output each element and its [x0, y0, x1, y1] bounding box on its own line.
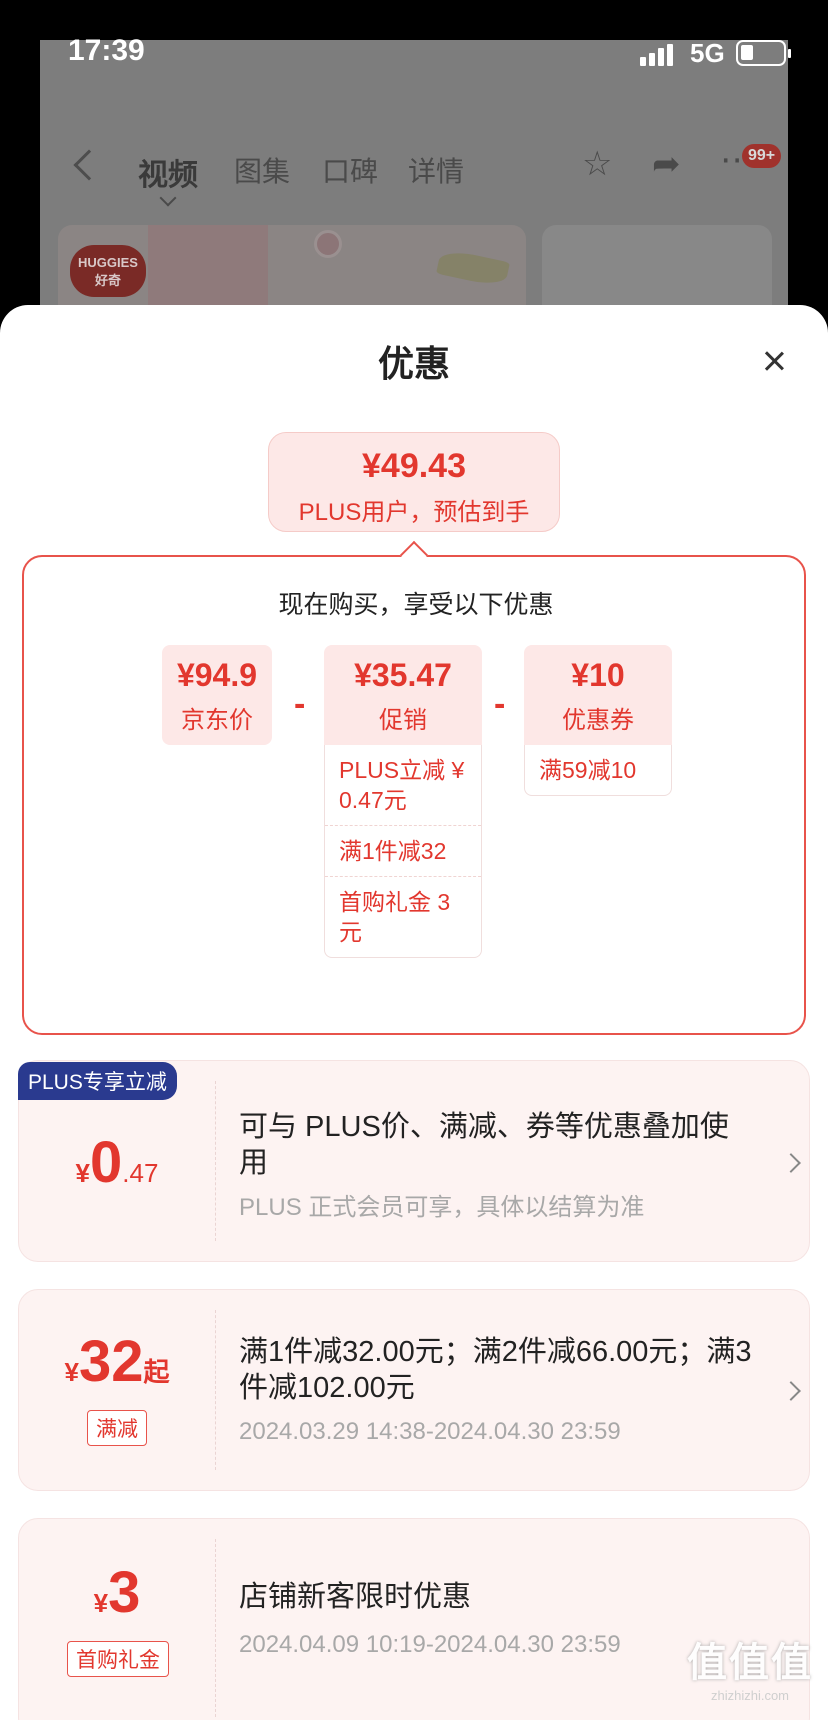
estimated-price-label: PLUS用户，预估到手	[298, 499, 530, 526]
offer-amount: ¥0.47	[75, 1130, 159, 1195]
offer-title: 可与 PLUS价、满减、券等优惠叠加使用	[239, 1111, 729, 1179]
close-icon[interactable]	[760, 347, 788, 375]
status-time: 17:39	[68, 34, 145, 67]
offer-title: 满1件减32.00元；满2件减66.00元；满3件减102.00元	[239, 1336, 752, 1404]
offer-subtitle: PLUS 正式会员可享，具体以结算为准	[239, 1194, 645, 1221]
network-type: 5G	[690, 38, 725, 68]
back-icon[interactable]	[73, 149, 105, 181]
coupon-detail-list: 满59减10	[524, 745, 672, 796]
battery-icon	[736, 40, 791, 66]
offer-card-full-reduction[interactable]: ¥32起 满减 满1件减32.00元；满2件减66.00元；满3件减102.00…	[18, 1289, 810, 1491]
status-bar: 17:39 5G	[0, 0, 828, 100]
price-breakdown-box: 现在购买，享受以下优惠 ¥94.9 京东价 - ¥35.47 促销 - ¥10 …	[22, 555, 806, 1035]
jd-price-box: ¥94.9 京东价	[162, 645, 272, 745]
promotion-label: 促销	[379, 707, 427, 734]
promotion-detail-list: PLUS立减 ¥ 0.47元 满1件减32 首购礼金 3元	[324, 745, 482, 958]
offer-title: 店铺新客限时优惠	[239, 1581, 472, 1613]
offer-card-plus[interactable]: ¥0.47 可与 PLUS价、满减、券等优惠叠加使用 PLUS 正式会员可享，具…	[18, 1060, 810, 1262]
jd-price-label: 京东价	[181, 707, 253, 734]
jd-price-amount: ¥94.9	[176, 657, 258, 693]
offer-card-first-purchase[interactable]: ¥3 首购礼金 店铺新客限时优惠 2024.04.09 10:19-2024.0…	[18, 1518, 810, 1720]
brand-logo: HUGGIES 好奇	[70, 245, 146, 297]
product-nav-bar: 视频 图集 口碑 详情 ☆ ➦ ⋯ 99+	[40, 140, 788, 210]
estimated-price-bubble: ¥49.43 PLUS用户，预估到手	[268, 432, 560, 532]
tab-gallery[interactable]: 图集	[234, 156, 291, 187]
promotion-detail-item: 满1件减32	[325, 826, 481, 877]
promotion-detail-item: 首购礼金 3元	[339, 889, 451, 945]
coupon-label: 优惠券	[562, 707, 634, 734]
coupon-detail-item: 满59减10	[539, 757, 637, 783]
offer-validity: 2024.03.29 14:38-2024.04.30 23:59	[239, 1418, 621, 1445]
star-icon[interactable]: ☆	[582, 145, 613, 183]
offer-tag: 满减	[87, 1410, 147, 1446]
site-watermark: 值值值 zhizhizhi.com	[676, 1630, 824, 1710]
watermark-url: zhizhizhi.com	[710, 1688, 790, 1703]
promotion-amount: ¥35.47	[354, 657, 452, 693]
watermark-logo: 值值值	[687, 1641, 813, 1685]
sheet-title: 优惠	[377, 343, 450, 384]
discount-sheet: 优惠 ¥49.43 PLUS用户，预估到手 现在购买，享受以下优惠 ¥94.9 …	[0, 305, 828, 1720]
signal-icon	[640, 42, 673, 66]
message-count-badge: 99+	[742, 144, 782, 168]
offer-amount: ¥3	[93, 1560, 141, 1625]
tab-details[interactable]: 详情	[408, 156, 465, 187]
promotion-box: ¥35.47 促销	[324, 645, 482, 745]
offer-validity: 2024.04.09 10:19-2024.04.30 23:59	[239, 1631, 621, 1658]
offer-tag: 首购礼金	[67, 1641, 169, 1677]
coupon-box: ¥10 优惠券	[524, 645, 672, 745]
estimated-price: ¥49.43	[362, 447, 466, 485]
tab-reviews[interactable]: 口碑	[322, 156, 379, 187]
share-icon[interactable]: ➦	[652, 145, 681, 183]
minus-sign: -	[294, 685, 306, 723]
promotion-detail-item: PLUS立减 ¥ 0.47元	[325, 745, 481, 826]
offer-amount: ¥32起	[64, 1329, 170, 1394]
chevron-right-icon	[781, 1381, 801, 1401]
tab-video[interactable]: 视频	[138, 150, 198, 194]
minus-sign: -	[494, 685, 506, 723]
plus-exclusive-badge: PLUS专享立减	[18, 1062, 177, 1100]
breakdown-heading: 现在购买，享受以下优惠	[278, 591, 554, 619]
chevron-right-icon	[781, 1153, 801, 1173]
coupon-amount: ¥10	[571, 657, 625, 693]
